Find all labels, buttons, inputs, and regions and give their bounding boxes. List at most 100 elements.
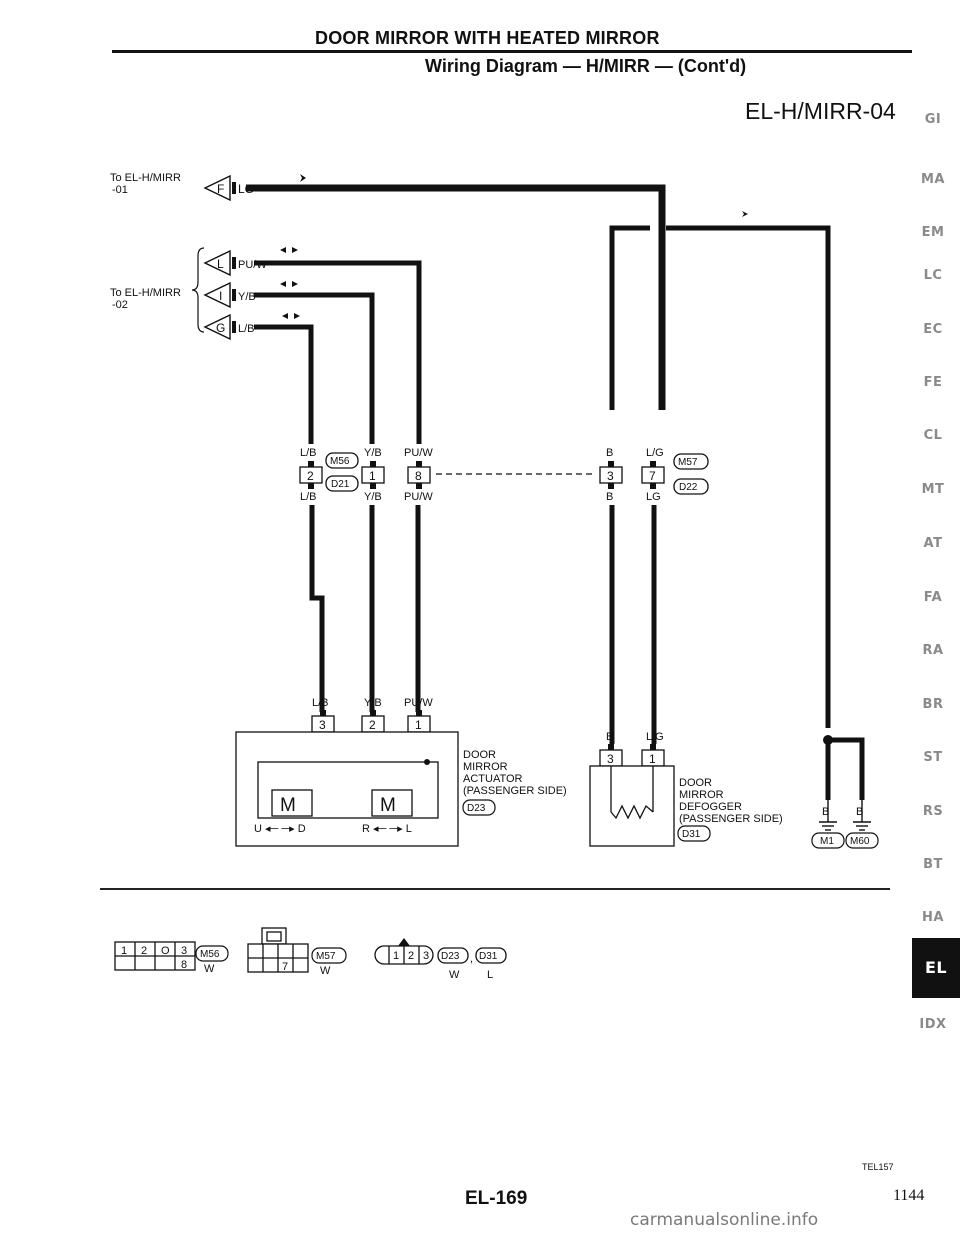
pin-2: 2 — [307, 469, 314, 483]
wire-label-lb-3: L/B — [312, 697, 329, 709]
ref-01-line1: To EL-H/MIRR — [110, 172, 181, 184]
wire-lb-bottom — [309, 505, 325, 712]
actuator-line2: MIRROR — [463, 761, 508, 773]
terminal-i-pin — [232, 289, 236, 301]
arrow-lg — [288, 174, 306, 182]
side-tab-em[interactable]: EM — [921, 225, 945, 240]
side-tab-gi[interactable]: GI — [924, 112, 942, 127]
ref-02-line1: To EL-H/MIRR — [110, 287, 181, 299]
side-tab-ra[interactable]: RA — [922, 643, 944, 658]
wire-ground — [825, 737, 865, 800]
pin-act-1: 1 — [415, 718, 422, 732]
m56-cell-1: 1 — [121, 945, 127, 957]
side-tab-fa[interactable]: FA — [923, 590, 943, 605]
connector-m60: M60 — [850, 836, 870, 847]
actuator-line3: ACTUATOR — [463, 773, 523, 785]
side-tab-br[interactable]: BR — [922, 697, 944, 712]
motor-rl-label: R ◂─ ─▸ L — [362, 823, 412, 835]
connector-view-m57-color: W — [320, 965, 331, 977]
motor-rl-symbol: M — [380, 795, 396, 816]
connector-view-d31-label: D31 — [479, 951, 498, 962]
wire-lb-top — [254, 324, 314, 444]
wire-label-b-3: B — [606, 731, 613, 743]
pin-1: 1 — [369, 469, 376, 483]
side-tab-idx[interactable]: IDX — [919, 1017, 947, 1032]
side-tab-rs[interactable]: RS — [922, 804, 944, 819]
wire-yb-top — [254, 292, 375, 444]
ref-02-line2: -02 — [112, 299, 128, 311]
motor-box-rl — [371, 789, 413, 817]
wire-label-yb-3: Y/B — [364, 697, 382, 709]
bottom-rule — [100, 888, 890, 890]
side-tab-el[interactable]: EL — [912, 938, 960, 998]
connector-view-m57-label: M57 — [316, 951, 336, 962]
connector-d21: D21 — [331, 479, 350, 490]
terminal-f-letter: F — [217, 182, 224, 196]
side-tab-lc[interactable]: LC — [923, 268, 943, 283]
connector-view-m56 — [114, 941, 196, 971]
motor-ud-label: U ◂─ ─▸ D — [254, 823, 306, 835]
d-cell-3: 3 — [423, 950, 429, 962]
connector-m57: M57 — [678, 457, 698, 468]
connector-d31: D31 — [682, 829, 701, 840]
actuator-line4: (PASSENGER SIDE) — [463, 785, 567, 797]
page-title: DOOR MIRROR WITH HEATED MIRROR — [315, 28, 660, 48]
defogger-line2: MIRROR — [679, 789, 724, 801]
wire-label-lg-3: L/G — [646, 731, 664, 743]
wire-label-puw-src: PU/W — [238, 259, 267, 271]
connector-oval-m60 — [845, 832, 879, 849]
source-brace — [191, 247, 205, 333]
wire-label-puw-3: PU/W — [404, 697, 433, 709]
m56-cell-2: 2 — [141, 945, 147, 957]
terminal-g — [203, 313, 231, 341]
pin-8: 8 — [415, 469, 422, 483]
pin-def-3: 3 — [607, 752, 614, 766]
defogger-box — [589, 765, 675, 847]
wire-label-lb-src: L/B — [238, 323, 255, 335]
pin-act-3: 3 — [319, 718, 326, 732]
connector-m1: M1 — [820, 836, 834, 847]
connector-oval-d22 — [673, 478, 709, 495]
wire-label-lg-2: LG — [646, 491, 661, 503]
side-tab-bt[interactable]: BT — [923, 857, 943, 872]
wire-puw-top — [254, 260, 422, 444]
side-tab-at[interactable]: AT — [923, 536, 943, 551]
motor-box-ud — [271, 789, 313, 817]
m56-cell-o: O — [161, 945, 170, 957]
side-tab-ec[interactable]: EC — [923, 322, 943, 337]
side-tab-mt[interactable]: MT — [921, 482, 945, 497]
defogger-line4: (PASSENGER SIDE) — [679, 813, 783, 825]
terminal-f — [203, 174, 231, 202]
side-tab-fe[interactable]: FE — [923, 375, 943, 390]
m56-cell-8: 8 — [181, 959, 187, 971]
arrow-puw-r — [292, 247, 298, 253]
pin-3: 3 — [607, 469, 614, 483]
side-tab-ma[interactable]: MA — [921, 172, 945, 187]
side-tab-ha[interactable]: HA — [922, 910, 944, 925]
arrow-yb-l — [280, 281, 286, 287]
side-tab-cl[interactable]: CL — [923, 428, 943, 443]
wire-label-puw-1: PU/W — [404, 447, 433, 459]
wire-lg-f — [246, 184, 666, 410]
wire-label-lb-1: L/B — [300, 447, 317, 459]
connector-view-d23-color: W — [449, 969, 460, 981]
arrow-lb-r — [294, 313, 300, 319]
wire-label-lb-2: L/B — [300, 491, 317, 503]
page-number: EL-169 — [465, 1188, 528, 1209]
connector-d22: D22 — [679, 482, 698, 493]
pin-act-2: 2 — [369, 718, 376, 732]
ground-label-b2: B — [856, 806, 863, 818]
page-total: 1144 — [893, 1187, 925, 1204]
wire-label-b-1: B — [606, 447, 613, 459]
terminal-i-letter: I — [219, 289, 222, 303]
wire-label-lg-1: L/G — [646, 447, 664, 459]
connector-d23: D23 — [467, 803, 486, 814]
terminal-l-pin — [232, 257, 236, 269]
side-tab-st[interactable]: ST — [923, 750, 943, 765]
ref-01-line2: -01 — [112, 184, 128, 196]
terminal-f-pin — [232, 182, 236, 194]
d-cell-2: 2 — [408, 950, 414, 962]
connector-view-m56-label: M56 — [200, 949, 220, 960]
d-connector-key — [398, 938, 410, 946]
